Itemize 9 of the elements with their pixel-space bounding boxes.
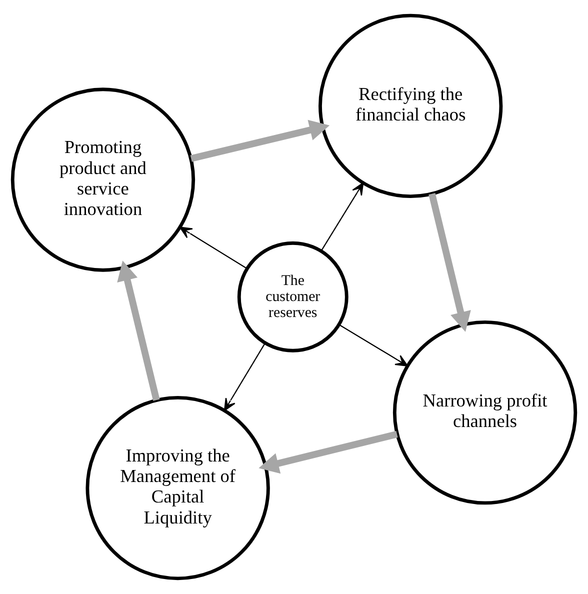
arrow [258,430,398,474]
arrow [190,120,330,162]
arrow [179,226,248,269]
node-circle: The customer reserves [237,241,348,352]
arrow [320,182,364,251]
arrow [224,342,266,412]
arrow [428,193,471,332]
arrow [339,324,408,366]
arrow [117,260,160,401]
